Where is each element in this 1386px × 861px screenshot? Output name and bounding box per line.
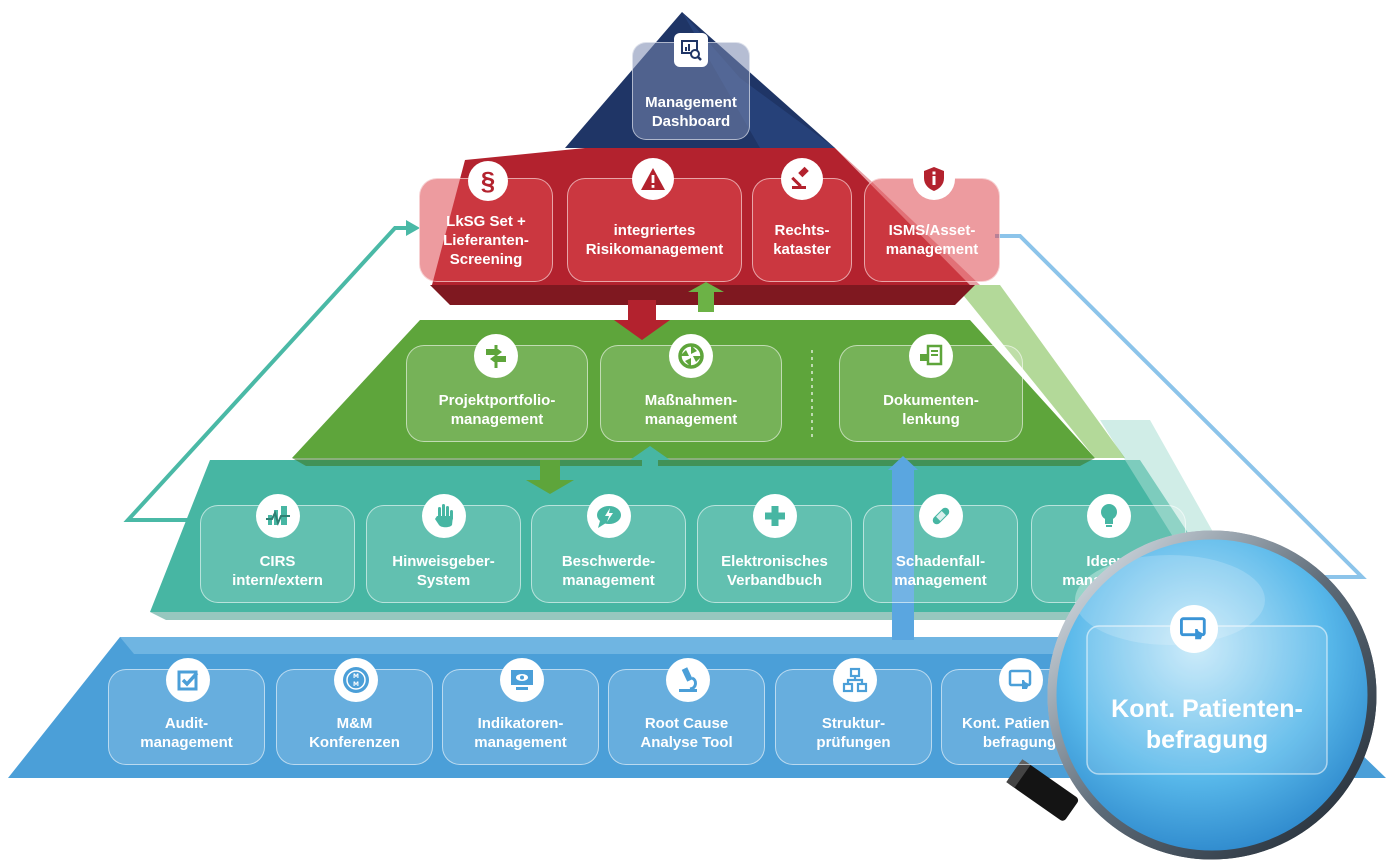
teal-connector-line: [123, 226, 412, 522]
teal-tier-slab: [150, 460, 1240, 612]
red-to-green-arrow: [614, 300, 670, 340]
blue-card-indicators-label: Indikatoren- management: [474, 715, 567, 751]
teal-card-firstaid-label: Elektronisches Verbandbuch: [721, 553, 828, 589]
management-dashboard-label: Management Dashboard: [645, 94, 737, 130]
magnified-card-label: Kont. Patienten- befragung: [1111, 695, 1303, 754]
hierarchy-icon: [833, 658, 877, 702]
microscope-icon: [666, 658, 710, 702]
cross-icon: [753, 494, 797, 538]
magnified-tablet-icon: [1170, 605, 1218, 653]
teal-card-ideas-label: Ideen- management: [1062, 553, 1155, 589]
teal-card-cirs-label: CIRS intern/extern: [232, 553, 323, 589]
teal-connector-arrowhead: [406, 220, 420, 236]
green-card-docs-label: Dokumenten- lenkung: [883, 392, 979, 428]
document-hand-icon: [909, 334, 953, 378]
blue-up-connector: [892, 470, 914, 640]
red-card-lksg-label: LkSG Set + Lieferanten- Screening: [443, 213, 529, 268]
blue-card-structure-label: Struktur- prüfungen: [816, 715, 891, 751]
svg-text:M: M: [353, 673, 359, 680]
lightbulb-icon: [1087, 494, 1131, 538]
checkbox-icon: [166, 658, 210, 702]
hand-icon: [422, 494, 466, 538]
dashboard-analytics-icon: [674, 33, 708, 67]
cirs-chart-icon: [256, 494, 300, 538]
red-card-legal-label: Rechts- kataster: [773, 222, 831, 258]
svg-text:M: M: [353, 681, 359, 688]
blue-up-arrowhead: [888, 456, 918, 470]
warning-icon: [632, 158, 674, 200]
monitor-eye-icon: [500, 658, 544, 702]
teal-card-firstaid[interactable]: Elektronisches Verbandbuch: [697, 505, 852, 603]
red-card-isms-label: ISMS/Asset- management: [885, 222, 979, 258]
red-card-risk-label: integriertes Risikomanagement: [585, 222, 724, 258]
green-to-teal-arrow: [526, 460, 574, 494]
tablet-touch-icon: [999, 658, 1043, 702]
blue-card-survey-label: Kont. Patienten- befragung: [962, 715, 1077, 751]
teal-card-damage-label: Schadenfall- management: [894, 553, 987, 589]
blue-card-mm[interactable]: M&M Konferenzen: [276, 669, 433, 765]
green-to-red-arrow: [688, 282, 724, 312]
paragraph-icon: §: [468, 161, 508, 201]
teal-to-green-arrow: [630, 446, 670, 480]
teal-card-whistle-label: Hinweisgeber- System: [392, 553, 495, 589]
green-card-ppm-label: Projektportfolio- management: [438, 392, 556, 428]
blue-card-rca-label: Root Cause Analyse Tool: [640, 715, 733, 751]
bandage-icon: [919, 494, 963, 538]
green-card-measures-label: Maßnahmen- management: [644, 392, 738, 428]
blue-card-audit-label: Audit- management: [140, 715, 233, 751]
gavel-icon: [781, 158, 823, 200]
blue-card-rca[interactable]: Root Cause Analyse Tool: [608, 669, 765, 765]
shield-info-icon: [913, 158, 955, 200]
cycle-icon: [669, 334, 713, 378]
speech-bubble-icon: [587, 494, 631, 538]
signpost-icon: [474, 334, 518, 378]
teal-card-complaint-label: Beschwerde- management: [561, 553, 656, 589]
blue-card-mm-label: M&M Konferenzen: [309, 715, 400, 751]
